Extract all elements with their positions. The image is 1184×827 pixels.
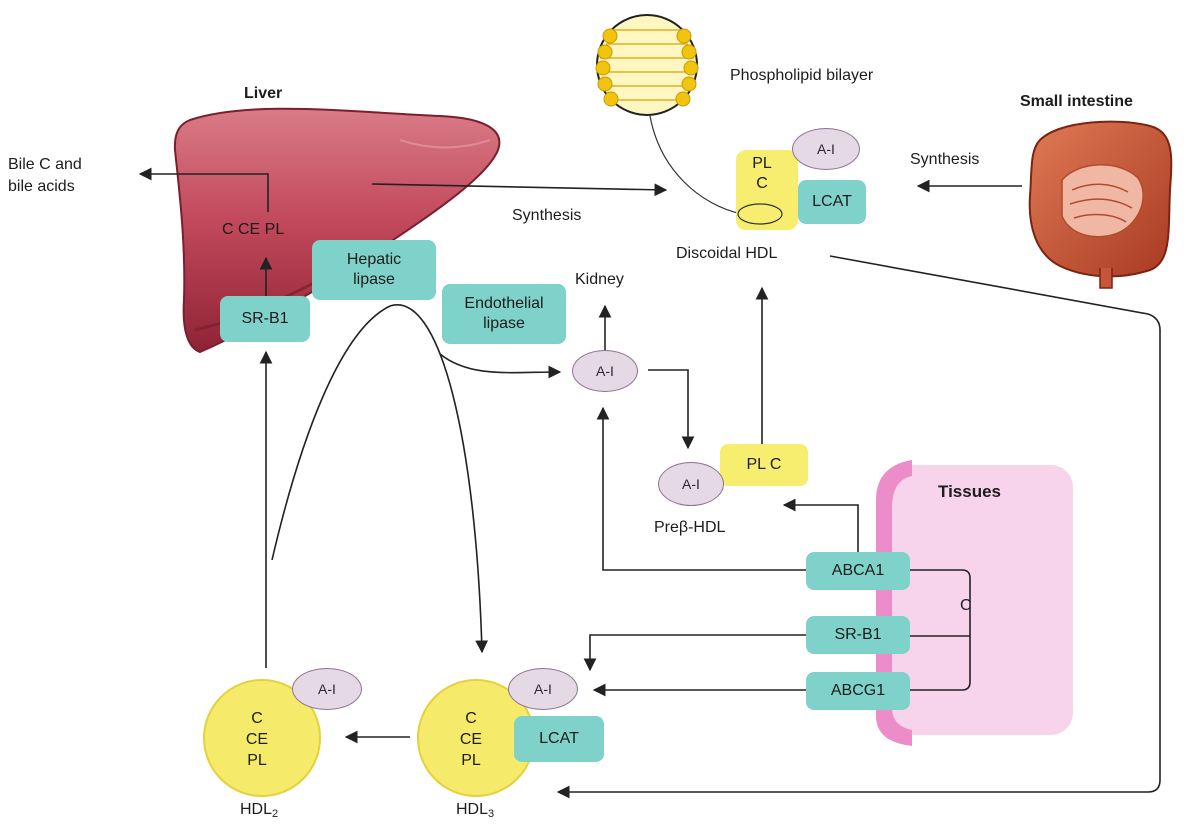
preb-hdl-label: Preβ-HDL — [654, 519, 726, 536]
discoidal-hdl-label: Discoidal HDL — [676, 245, 778, 262]
sr-b1-tissue-box: SR-B1 — [806, 616, 910, 654]
arrow-abca1-preb — [782, 498, 859, 552]
bile-label: Bile C and bile acids — [8, 156, 82, 195]
tissue-cholesterol-label: C — [960, 597, 972, 614]
hdl2-apoa1: A-I — [292, 668, 362, 710]
arrow-abca1-ai — [596, 406, 806, 571]
intestine-shape — [1028, 120, 1173, 289]
abcg1-box: ABCG1 — [806, 672, 910, 710]
abca1-box: ABCA1 — [806, 552, 910, 590]
hdl3-label: HDL3 — [456, 801, 495, 820]
preb-apoa1: A-I — [658, 462, 724, 506]
lcat-discoidal-box: LCAT — [798, 180, 866, 224]
lcat-hdl3-box: LCAT — [514, 716, 604, 762]
arrow-srb1-hdl3 — [583, 634, 806, 672]
kidney-label: Kidney — [575, 271, 624, 288]
tissue-block — [885, 465, 1073, 735]
cholesterol-bracket — [910, 569, 971, 691]
hdl2-particle — [203, 679, 321, 797]
arrow-discoidal-hdl3 — [556, 255, 1161, 799]
arrow-endothelial-ai — [439, 353, 562, 379]
liver-contents-label: C CE PL — [222, 221, 285, 238]
sr-b1-liver-box: SR-B1 — [220, 296, 310, 342]
arrow-hepatic-loop — [271, 304, 489, 654]
arrow-liver-synthesis — [371, 183, 668, 197]
arrow-ai-preb — [648, 369, 695, 450]
arrow-bile — [138, 167, 269, 212]
hepatic-lipase-box: Hepatic lipase — [312, 240, 436, 300]
small-intestine-label: Small intestine — [1020, 93, 1133, 110]
liver-highlight — [399, 139, 491, 149]
discoidal-apoa1: A-I — [792, 128, 860, 170]
preb-plc-box: PL C — [720, 444, 808, 486]
hdl2-contents: C CE PL — [245, 710, 269, 769]
free-apoa1: A-I — [572, 350, 638, 392]
bilayer-magnifier — [595, 14, 699, 116]
magnifier-leader — [649, 115, 743, 215]
discoidal-plc-label: PL C — [752, 155, 772, 192]
intestine-synthesis-label: Synthesis — [910, 151, 980, 168]
hdl3-contents: C CE PL — [459, 710, 483, 769]
endothelial-lipase-box: Endothelial lipase — [442, 284, 566, 344]
liver-synthesis-label: Synthesis — [512, 207, 582, 224]
liver-label: Liver — [244, 85, 283, 102]
hdl3-apoa1: A-I — [508, 668, 578, 710]
phospholipid-bilayer-label: Phospholipid bilayer — [730, 67, 874, 84]
discoidal-hdl-edge — [737, 203, 783, 225]
tissues-label: Tissues — [938, 482, 1002, 501]
hdl2-label: HDL2 — [240, 801, 279, 820]
